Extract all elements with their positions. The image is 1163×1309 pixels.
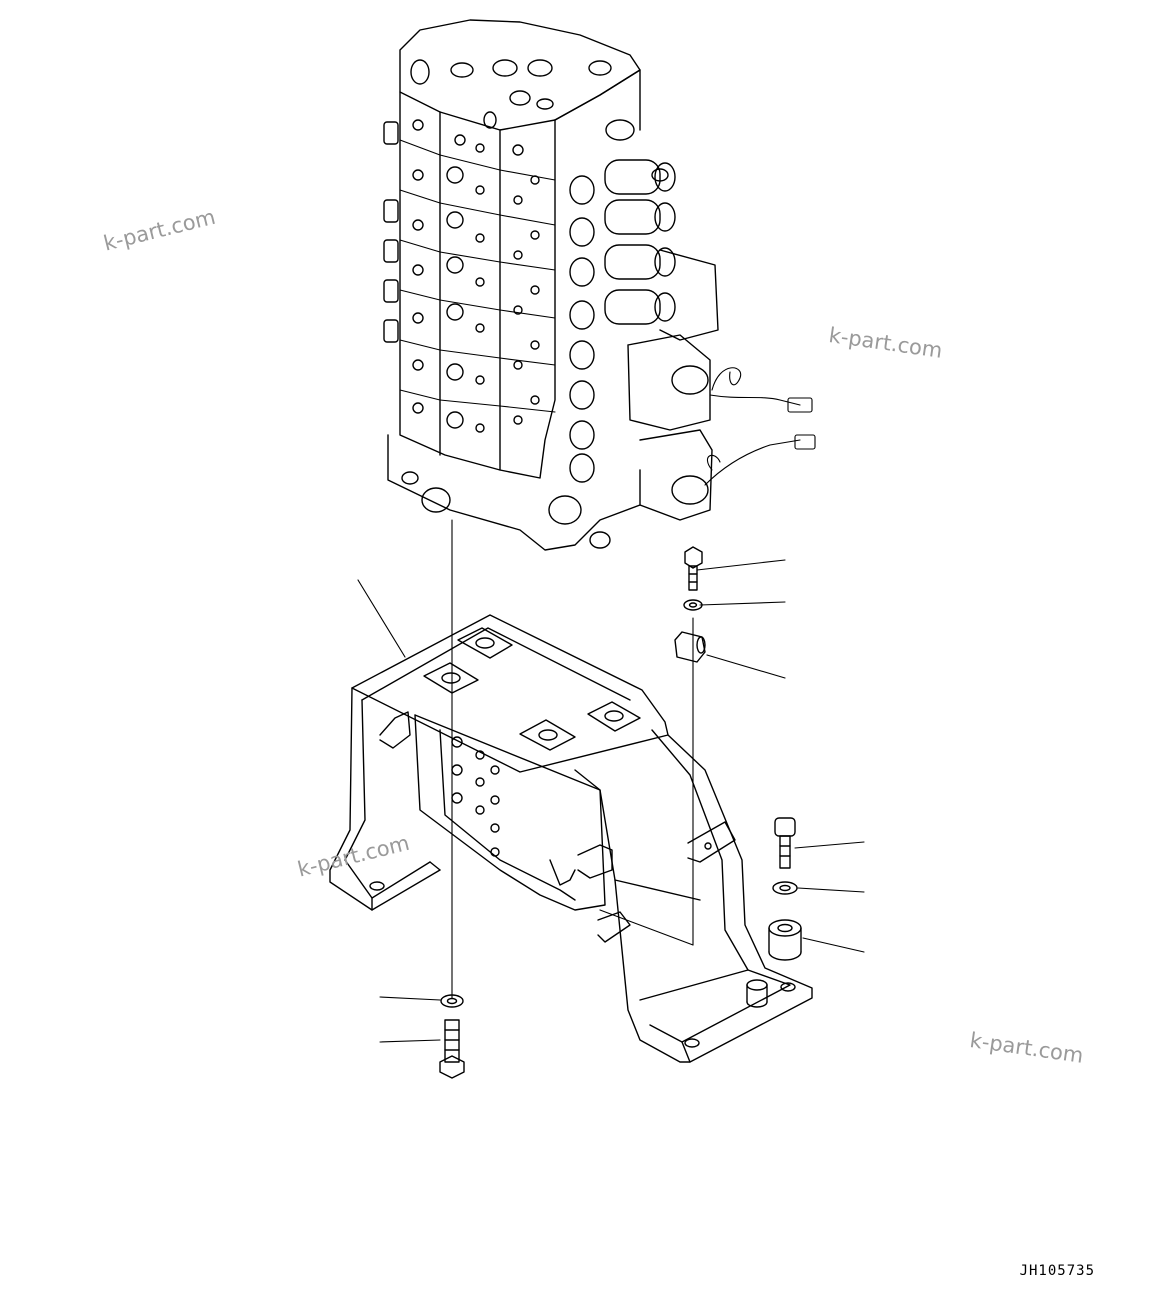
upper-right-washer [684, 600, 702, 610]
upper-right-spacer [675, 632, 705, 662]
valve-left-fittings [384, 122, 398, 342]
bracket-left-leg [330, 688, 440, 910]
solenoid-valve-stack [605, 120, 718, 520]
valve-left-ports [413, 120, 539, 432]
bracket-mounting-pads [424, 628, 640, 750]
solenoid-wire-harness [705, 368, 815, 485]
lower-right-washer [773, 882, 797, 894]
lower-right-spacer [769, 920, 801, 960]
bracket-top-inner [362, 628, 630, 700]
bracket-tab-left [380, 712, 410, 748]
bracket-top-face [352, 615, 668, 772]
part-leader-lines [358, 560, 864, 1042]
bracket-right-leg [575, 735, 812, 1062]
upper-right-bolt [685, 547, 702, 590]
valve-top-bolts [411, 60, 611, 128]
valve-right-face [555, 70, 640, 130]
valve-bottom-fittings [402, 472, 610, 548]
lower-left-washer [441, 995, 463, 1007]
mounting-bracket [330, 615, 812, 1062]
lower-left-bolt [440, 1020, 464, 1078]
lower-right-bolt [775, 818, 795, 868]
drawing-code: JH105735 [1019, 1263, 1095, 1279]
valve-left-face [400, 92, 555, 478]
valve-section-lines [400, 140, 555, 412]
valve-base-plate [388, 435, 640, 550]
bracket-inner-plate [415, 715, 605, 910]
valve-spool-caps [570, 176, 594, 482]
bracket-plate-holes [452, 737, 499, 856]
bracket-tab-right [688, 822, 735, 862]
control-valve-assembly [384, 20, 815, 550]
bracket-tab-bottom [598, 912, 630, 942]
bracket-foot-spacer [747, 980, 767, 1007]
